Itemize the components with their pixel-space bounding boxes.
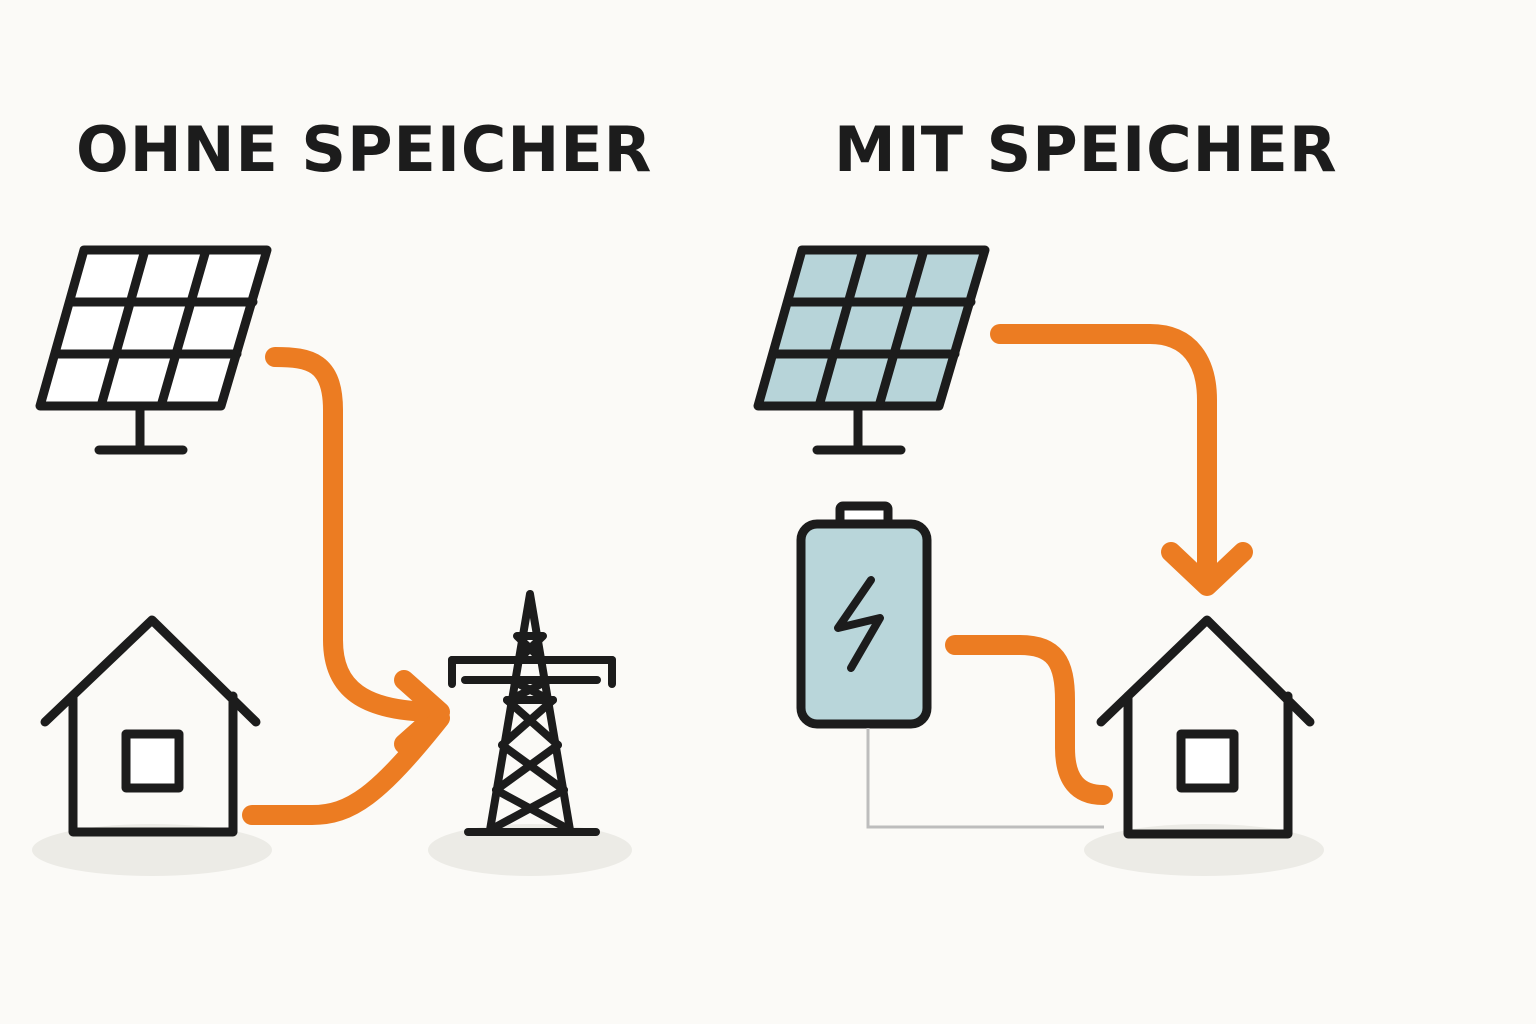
flow-arrows-right [945, 324, 1253, 805]
house-shadow [32, 824, 272, 876]
arrow-solar-to-grid [265, 347, 448, 722]
heading-ohne-speicher: OHNE SPEICHER [76, 113, 653, 186]
panel-ohne-speicher [32, 245, 632, 876]
house-icon [1096, 615, 1315, 839]
heading-mit-speicher: MIT SPEICHER [834, 113, 1338, 186]
lightning-bolt-icon [834, 576, 884, 672]
solar-panel-icon [753, 245, 990, 455]
arrow-head-solar-to-house [1161, 542, 1253, 596]
arrow-house-to-grid [242, 708, 450, 825]
battery-icon [796, 501, 932, 729]
pylon-shadow [428, 824, 632, 876]
battery-house-wire [866, 728, 1104, 829]
arrow-solar-to-house [990, 324, 1217, 588]
house-icon [40, 615, 261, 837]
arrow-battery-to-house [945, 635, 1113, 805]
panel-mit-speicher [753, 245, 1324, 876]
flow-arrows-left [242, 347, 450, 825]
power-pylon-icon [448, 590, 616, 836]
solar-panel-icon [35, 245, 272, 455]
